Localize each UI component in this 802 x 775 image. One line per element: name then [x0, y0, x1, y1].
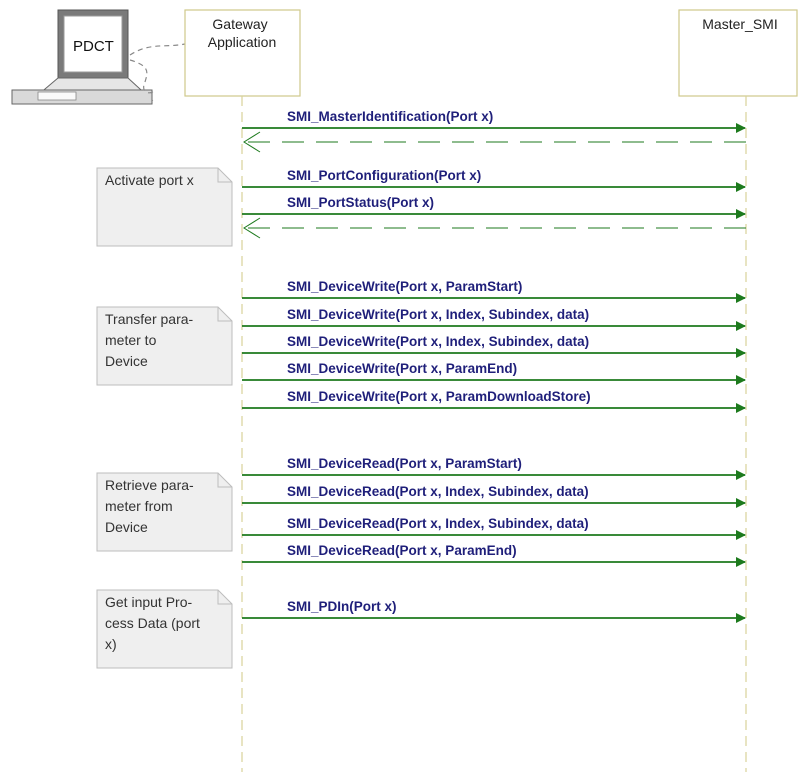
- reply-arrowhead: [243, 217, 261, 239]
- note-fold: [217, 168, 232, 183]
- master-lifeline-head: [678, 9, 798, 97]
- message-label: SMI_DeviceWrite(Port x, Index, Subindex,…: [287, 334, 589, 349]
- message-label: SMI_DeviceWrite(Port x, ParamStart): [287, 279, 522, 294]
- message-label: SMI_DeviceWrite(Port x, Index, Subindex,…: [287, 307, 589, 322]
- message-label: SMI_DeviceRead(Port x, ParamStart): [287, 456, 522, 471]
- message-label: SMI_DeviceRead(Port x, Index, Subindex, …: [287, 484, 589, 499]
- gateway-label-line-2: Application: [208, 34, 277, 50]
- device-label: PDCT: [73, 38, 114, 55]
- reply-arrowhead: [243, 131, 261, 153]
- note-box: [96, 306, 233, 386]
- note-box: [96, 167, 233, 247]
- laptop-icon: [11, 9, 154, 105]
- message-label: SMI_DeviceWrite(Port x, ParamEnd): [287, 361, 517, 376]
- message-label: SMI_DeviceRead(Port x, ParamEnd): [287, 543, 517, 558]
- message-label: SMI_DeviceRead(Port x, Index, Subindex, …: [287, 516, 589, 531]
- message-label: SMI_PortConfiguration(Port x): [287, 168, 481, 183]
- note-text: Activate port x: [105, 172, 194, 188]
- gateway-label-line-1: Gateway: [212, 16, 267, 32]
- messages-layer: SMI_MasterIdentification(Port x) SMI_Port…: [242, 109, 746, 623]
- note-fold: [217, 307, 232, 322]
- note-text: Retrieve para- meter from Device: [105, 477, 194, 535]
- notes-layer: [96, 167, 233, 669]
- gateway-lifeline-label: Gateway Application: [208, 16, 277, 50]
- note-fold: [217, 590, 232, 605]
- message-label: SMI_DeviceWrite(Port x, ParamDownloadSto…: [287, 389, 591, 404]
- message-label: SMI_PDIn(Port x): [287, 599, 397, 614]
- message-label: SMI_MasterIdentification(Port x): [287, 109, 493, 124]
- note-box: [96, 589, 233, 669]
- note-box: [96, 472, 233, 552]
- device-connector: [129, 43, 186, 94]
- note-text: Get input Pro- cess Data (port x): [105, 594, 200, 652]
- master-lifeline-label: Master_SMI: [702, 16, 777, 32]
- message-label: SMI_PortStatus(Port x): [287, 195, 434, 210]
- note-text: Transfer para- meter to Device: [105, 311, 194, 369]
- note-fold: [217, 473, 232, 488]
